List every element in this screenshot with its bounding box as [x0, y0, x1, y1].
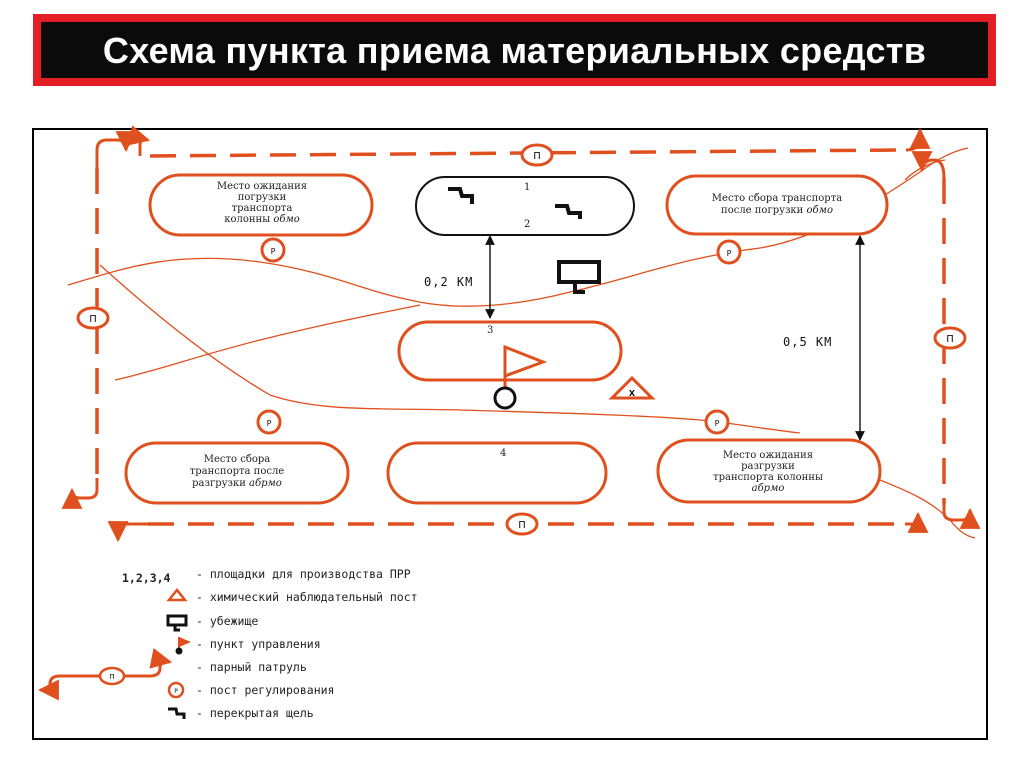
platform-3-number: 3	[487, 325, 493, 336]
regulation-marker-3: Р	[256, 409, 282, 435]
zone-wait-load-line3: транспорта	[232, 203, 293, 214]
regulation-marker-2: Р	[716, 239, 742, 265]
zone-collect-after-load-line2a: после погрузки	[721, 205, 807, 216]
zone-wait-unload: Место ожидания разгрузки транспорта коло…	[656, 438, 882, 504]
regulation-markers: Р Р Р Р	[256, 237, 742, 435]
svg-text:Р: Р	[727, 249, 732, 258]
svg-text:разгрузки абрмо: разгрузки абрмо	[192, 478, 282, 489]
zone-collect-after-load-line2b: обмо	[807, 205, 833, 216]
arrow-top-right	[911, 151, 946, 179]
legend-platforms-text: - площадки для производства ПРР	[196, 567, 411, 581]
distance-label-05: 0,5 КМ	[783, 335, 832, 349]
svg-text:П: П	[946, 334, 954, 345]
legend-regulation-icon: Р	[167, 681, 185, 699]
legend-control-icon	[175, 637, 191, 655]
svg-text:Р: Р	[715, 419, 720, 428]
svg-text:Р: Р	[174, 688, 178, 695]
zone-collect-after-load: Место сбора транспорта после погрузки об…	[665, 174, 889, 236]
legend-shelter-icon	[166, 614, 188, 632]
chem-post-icon: Х	[608, 375, 656, 400]
zone-wait-unload-line1: Место ожидания	[723, 450, 813, 461]
legend-trench-text: - перекрытая щель	[196, 706, 314, 720]
arrow-top-left-2	[127, 125, 151, 156]
zone-collect-after-unload-line2: транспорта после	[190, 466, 285, 477]
regulation-marker-4: Р	[704, 409, 730, 435]
title-bar: Схема пункта приема материальных средств	[33, 14, 996, 86]
zone-wait-load: Место ожидания погрузки транспорта колон…	[148, 173, 374, 237]
legend-platforms-key: 1,2,3,4	[122, 571, 171, 585]
chem-post-label: Х	[629, 389, 636, 398]
zone-collect-after-unload: Место сбора транспорта после разгрузки а…	[124, 441, 350, 505]
zone-wait-load-line2: погрузки	[238, 192, 287, 203]
svg-text:колонны обмо: колонны обмо	[224, 214, 300, 225]
svg-text:П: П	[518, 520, 526, 531]
zone-wait-unload-line2: разгрузки	[741, 461, 795, 472]
legend-control-text: - пункт управления	[196, 637, 321, 651]
legend-trench-icon	[168, 707, 186, 719]
distance-arrows	[485, 235, 865, 441]
diagram-frame	[32, 128, 988, 740]
zone-wait-load-line4b: обмо	[273, 214, 299, 225]
zone-wait-load-line1: Место ожидания	[217, 181, 307, 192]
legend-patrol-icon: П	[37, 648, 173, 701]
page-title: Схема пункта приема материальных средств	[102, 30, 927, 71]
zone-platform-4: 4	[386, 441, 608, 505]
svg-text:Р: Р	[271, 247, 276, 256]
zone-wait-unload-line3: транспорта колонны	[713, 472, 823, 483]
patrol-markers: П П П П	[76, 143, 967, 536]
distance-label-02: 0,2 КМ	[424, 275, 473, 289]
legend: 1,2,3,4 - площадки для производства ПРР …	[37, 567, 418, 720]
arrow-bottom-left	[61, 478, 99, 509]
trench-icon	[448, 187, 582, 219]
zone-platforms-1-2: 1 2	[415, 176, 635, 236]
patrol-marker-top: П	[520, 143, 554, 167]
legend-chem-text: - химический наблюдательный пост	[196, 590, 418, 604]
corner-arrows	[61, 125, 981, 543]
road-4	[879, 479, 976, 539]
arrow-bottom-right-2	[905, 511, 929, 533]
shelter-icon	[557, 260, 601, 294]
legend-regulation-text: - пост регулирования	[196, 683, 334, 697]
zone-wait-load-line4a: колонны	[224, 214, 273, 225]
legend-shelter-text: - убежище	[196, 614, 258, 628]
control-point-icon	[493, 344, 548, 410]
zone-collect-after-unload-line3b: абрмо	[249, 478, 282, 489]
zone-collect-after-unload-line1: Место сбора	[204, 454, 271, 465]
svg-text:Р: Р	[267, 419, 272, 428]
zone-platform-3: 3	[397, 320, 623, 410]
zone-wait-unload-line4: абрмо	[752, 483, 785, 494]
platform-1-number: 1	[524, 182, 530, 193]
svg-text:после погрузки обмо: после погрузки обмо	[721, 205, 833, 216]
legend-patrol-text: - парный патруль	[196, 660, 307, 674]
svg-text:П: П	[109, 673, 114, 681]
svg-text:П: П	[89, 314, 97, 325]
arrow-bottom-right	[942, 505, 981, 529]
platform-4-number: 4	[500, 448, 506, 459]
arrow-right-loop	[905, 127, 931, 152]
platform-2-number: 2	[524, 219, 530, 230]
arrow-top-left	[95, 131, 137, 170]
patrol-marker-bottom: П	[505, 512, 539, 536]
regulation-marker-1: Р	[260, 237, 286, 263]
legend-chem-icon	[166, 587, 188, 602]
zone-collect-after-unload-line3a: разгрузки	[192, 478, 249, 489]
zone-collect-after-load-line1: Место сбора транспорта	[712, 193, 842, 204]
patrol-marker-left: П	[76, 306, 110, 330]
arrow-bottom-left-2	[107, 521, 148, 543]
patrol-marker-right: П	[933, 326, 967, 350]
svg-text:П: П	[533, 151, 541, 162]
title-inner: Схема пункта приема материальных средств	[41, 22, 988, 78]
road-3	[114, 304, 421, 381]
